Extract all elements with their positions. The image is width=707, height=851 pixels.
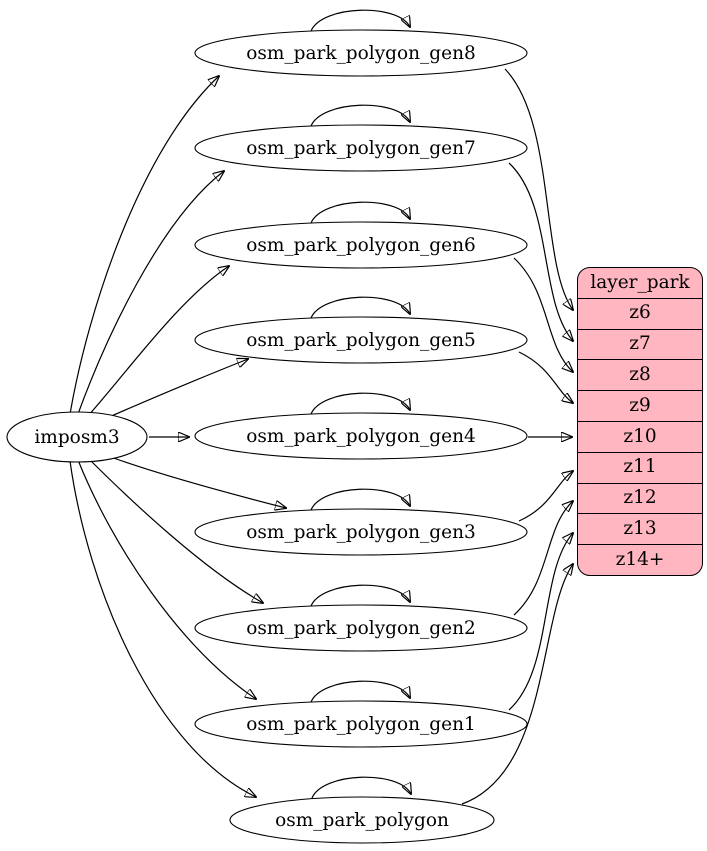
edge-gen8-z6: [504, 68, 573, 310]
node-layer-park: layer_park z6 z7 z8 z9 z10 z11 z12 z13 z…: [577, 267, 703, 576]
edge-gen1-z13: [508, 533, 573, 711]
self-loop-gen1: [310, 680, 410, 703]
edge-gen6-z8: [513, 257, 573, 372]
imposm3-label: imposm3: [34, 427, 119, 448]
edge-polygon-z14: [461, 564, 573, 805]
node-osm-park-polygon-gen8: osm_park_polygon_gen8: [194, 29, 528, 77]
polygon-ellipse: [229, 796, 495, 844]
gen1-label: osm_park_polygon_gen1: [246, 714, 476, 735]
edge-gen2-z12: [513, 501, 573, 616]
edge-imposm3-gen5: [99, 359, 248, 422]
node-osm-park-polygon-gen7: osm_park_polygon_gen7: [194, 124, 528, 172]
gen4-label: osm_park_polygon_gen4: [246, 426, 476, 447]
polygon-label: osm_park_polygon: [275, 810, 449, 831]
node-imposm3: imposm3: [6, 411, 148, 463]
layer-row-z11: z11: [578, 451, 702, 483]
edges-source-to-tables: [69, 76, 286, 797]
edge-imposm3-gen1: [77, 459, 256, 699]
edge-gen7-z7: [508, 162, 573, 341]
layer-park-header: layer_park: [590, 271, 690, 293]
gen4-ellipse: [194, 412, 528, 460]
gen2-ellipse: [194, 604, 528, 652]
node-osm-park-polygon-gen1: osm_park_polygon_gen1: [194, 700, 528, 748]
layer-row-z6: z6: [578, 297, 702, 329]
self-loop-gen5: [310, 296, 410, 319]
gen8-label: osm_park_polygon_gen8: [246, 43, 476, 64]
self-loop-gen6: [310, 201, 410, 224]
layer-row-z7: z7: [578, 328, 702, 360]
edge-imposm3-gen3: [99, 452, 286, 508]
edge-imposm3-gen2: [86, 456, 263, 603]
layer-row-z12: z12: [578, 482, 702, 514]
gen1-ellipse: [194, 700, 528, 748]
node-osm-park-polygon-gen3: osm_park_polygon_gen3: [194, 508, 528, 556]
edge-imposm3-gen8: [69, 76, 219, 415]
node-osm-park-polygon-gen2: osm_park_polygon_gen2: [194, 604, 528, 652]
self-loops: [310, 9, 411, 799]
self-loop-gen8: [310, 9, 410, 32]
edge-gen3-z11: [518, 471, 573, 522]
edge-imposm3-gen6: [86, 266, 229, 418]
gen7-label: osm_park_polygon_gen7: [246, 138, 476, 159]
layer-row-z13: z13: [578, 513, 702, 544]
edge-gen5-z9: [518, 351, 573, 403]
edge-imposm3-polygon: [69, 460, 256, 797]
node-osm-park-polygon-gen5: osm_park_polygon_gen5: [194, 316, 528, 364]
layer-row-z14: z14+: [578, 544, 702, 575]
layer-row-z8: z8: [578, 359, 702, 390]
self-loop-gen3: [310, 488, 410, 511]
layer-row-z10: z10: [578, 420, 702, 452]
self-loop-gen7: [310, 104, 410, 127]
edges-tables-to-layer: [461, 68, 573, 805]
imposm3-ellipse: [6, 411, 148, 463]
edge-imposm3-gen7: [77, 171, 224, 415]
node-osm-park-polygon-gen6: osm_park_polygon_gen6: [194, 221, 528, 269]
node-osm-park-polygon: osm_park_polygon: [229, 796, 495, 844]
gen6-label: osm_park_polygon_gen6: [246, 235, 476, 256]
gen6-ellipse: [194, 221, 528, 269]
gen3-label: osm_park_polygon_gen3: [246, 522, 476, 543]
self-loop-polygon: [311, 776, 411, 799]
gen5-label: osm_park_polygon_gen5: [246, 330, 476, 351]
self-loop-gen4: [310, 392, 410, 415]
gen8-ellipse: [194, 29, 528, 77]
self-loop-gen2: [310, 584, 410, 607]
node-osm-park-polygon-gen4: osm_park_polygon_gen4: [194, 412, 528, 460]
gen3-ellipse: [194, 508, 528, 556]
layer-row-z9: z9: [578, 390, 702, 421]
gen7-ellipse: [194, 124, 528, 172]
gen2-label: osm_park_polygon_gen2: [246, 618, 476, 639]
gen5-ellipse: [194, 316, 528, 364]
